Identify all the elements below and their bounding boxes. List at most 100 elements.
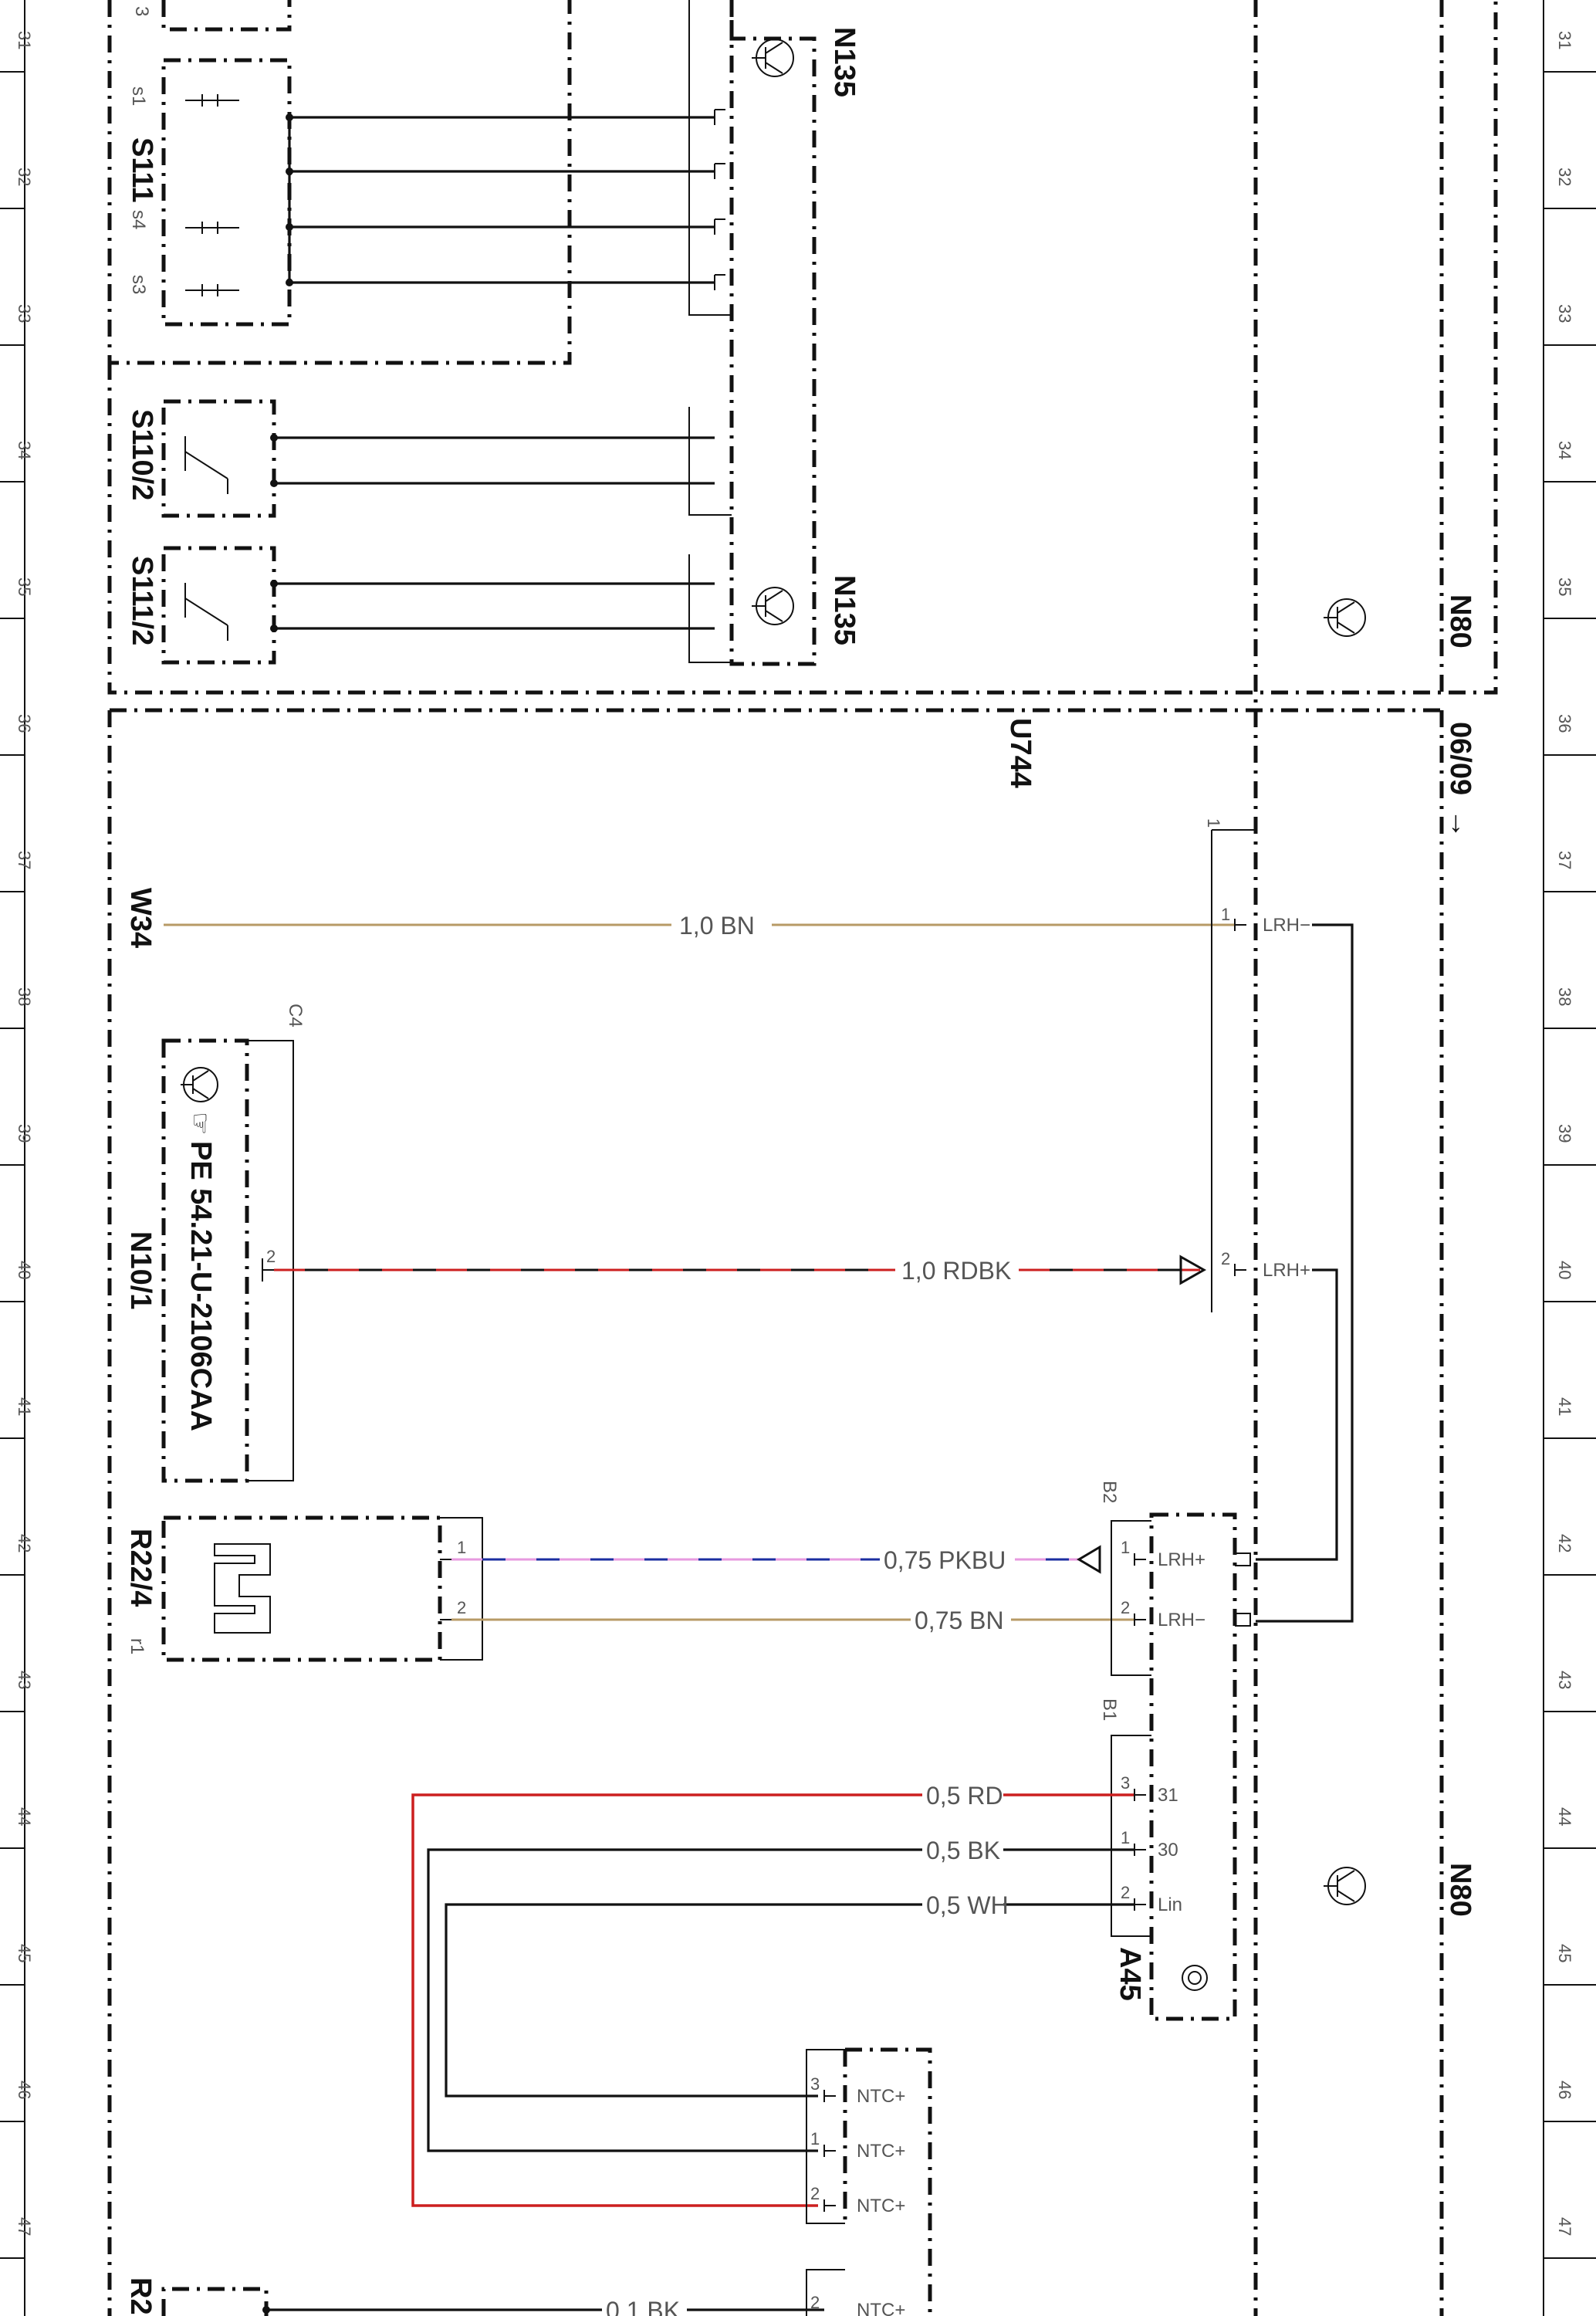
ruler-top-34: 34	[15, 441, 34, 459]
transistor-icon-n135-top	[752, 39, 794, 77]
wire-label-0-5-bk: 0,5 BK	[926, 1837, 1000, 1864]
ruler-top-44: 44	[15, 1807, 34, 1826]
ruler-top-36: 36	[15, 714, 34, 733]
ruler-bottom-32: 32	[1555, 168, 1574, 186]
transistor-icon-n10-1	[181, 1067, 218, 1102]
ruler-bottom-47: 47	[1555, 2217, 1574, 2236]
pin-lrh-minus-1: LRH−	[1263, 915, 1310, 936]
n80-label-bottom: N80	[1444, 1863, 1476, 1917]
pin-ntc-1: NTC+	[857, 2086, 905, 2107]
pin-1-b1: 1	[1121, 1828, 1130, 1847]
a45-label: A45	[1114, 1947, 1146, 2001]
ruler-bottom-43: 43	[1555, 1671, 1574, 1689]
ruler-bottom-42: 42	[1555, 1534, 1574, 1552]
pin-lin: Lin	[1158, 1894, 1182, 1915]
wire-label-0-1-bk: 0,1 BK	[606, 2297, 680, 2316]
pointing-hand-icon: ☞	[185, 1112, 215, 1135]
module-a45: B2 B1 A45	[1099, 1481, 1251, 2021]
ruler-bottom-41: 41	[1555, 1397, 1574, 1416]
wire-label-0-5-wh: 0,5 WH	[926, 1891, 1009, 1919]
ruler-bottom-33: 33	[1555, 304, 1574, 323]
pin-1-top: 1	[1204, 818, 1223, 828]
pin-2-b1: 2	[1121, 1883, 1130, 1902]
s111-contact-s3: s3	[128, 275, 149, 294]
s111-contact-s1: s1	[128, 86, 149, 106]
arrow-icon-rdbk	[1179, 1254, 1207, 1285]
pe-ref-label: PE 54.21-U-2106CAA	[184, 1141, 217, 1431]
ruler-top-38: 38	[15, 987, 34, 1006]
switch-s111-2: S111/2	[126, 546, 732, 665]
s111-2-label: S111/2	[126, 556, 158, 645]
pin-lrh-plus-2: LRH+	[1158, 1549, 1205, 1570]
r2-partial-label: R2	[124, 2277, 157, 2315]
pin-ntc-3: NTC+	[857, 2196, 905, 2216]
pin-1-ntc: 1	[810, 2129, 820, 2148]
ruler-top-45: 45	[15, 1944, 34, 1962]
ruler-bottom-37: 37	[1555, 851, 1574, 869]
ruler-top-32: 32	[15, 168, 34, 186]
ruler-top-40: 40	[15, 1261, 34, 1279]
ruler-top-41: 41	[15, 1397, 34, 1416]
n80-label-top: N80	[1444, 594, 1476, 648]
transistor-icon-n80-top	[1324, 598, 1366, 637]
arrow-icon-pkbu	[1077, 1545, 1101, 1574]
ruler-bottom-46: 46	[1555, 2081, 1574, 2099]
s111-label: S111	[126, 137, 158, 203]
ruler-bottom-34: 34	[1555, 441, 1574, 459]
switch-s110-2: S110/2	[126, 399, 732, 518]
pin-lrh-minus-2: LRH−	[1158, 1610, 1205, 1630]
switch-s111: 3 s1 S111 s4 s3	[126, 0, 715, 327]
wire-0-5-wh	[445, 1903, 1134, 2098]
page-ref-arrow: →	[1444, 809, 1476, 838]
pin-ntc-4: NTC+	[857, 2300, 905, 2316]
wire-label-0-5-rd: 0,5 RD	[926, 1782, 1003, 1810]
ruler-top-37: 37	[15, 851, 34, 869]
ruler-bottom: 31 32 33 34 35 36 37 38 39 40 41 42 43 4…	[1543, 0, 1596, 2316]
r22-4-label: R22/4	[124, 1529, 157, 1607]
ruler-top-35: 35	[15, 577, 34, 596]
ruler-bottom-31: 31	[1555, 31, 1574, 49]
frames	[107, 0, 1498, 2316]
s111-contact-s4: s4	[128, 210, 149, 229]
ruler-bottom-44: 44	[1555, 1807, 1574, 1826]
ruler-bottom-45: 45	[1555, 1944, 1574, 1962]
ruler-top: 31 32 33 34 35 36 37 38 39 40 41 42 43 4…	[0, 0, 34, 2316]
ruler-top-46: 46	[15, 2081, 34, 2099]
pin-1-b2: 1	[1121, 1538, 1130, 1557]
n135-label-top: N135	[828, 27, 861, 97]
wire-label-0-75-pkbu: 0,75 PKBU	[884, 1546, 1006, 1574]
n10-1-label: N10/1	[124, 1231, 157, 1309]
ruler-bottom-39: 39	[1555, 1124, 1574, 1143]
pin-2-r22: 2	[457, 1598, 466, 1617]
ruler-top-33: 33	[15, 304, 34, 323]
pin-lrh-plus-1: LRH+	[1263, 1260, 1310, 1281]
ruler-top-42: 42	[15, 1534, 34, 1552]
pin-2-ntc: 2	[810, 2184, 820, 2203]
ruler-bottom-35: 35	[1555, 577, 1574, 596]
ntc-connector: 3 NTC+ 1 NTC+ 2 NTC+ 2 NTC+	[806, 2047, 932, 2316]
pin-30: 30	[1158, 1840, 1178, 1861]
n135-label-bottom: N135	[828, 575, 861, 645]
pin-3-ntc: 3	[810, 2074, 820, 2094]
pin-2-n10: 2	[266, 1247, 276, 1266]
pin-1-r22: 1	[457, 1538, 466, 1557]
b2-label: B2	[1099, 1481, 1120, 1503]
transistor-icon-n135-bottom	[752, 587, 794, 625]
pin-ntc-2: NTC+	[857, 2141, 905, 2162]
spiral-icon-a45	[1182, 1965, 1208, 1991]
pin-3-b1: 3	[1121, 1773, 1130, 1793]
transistor-icon-n80-bottom	[1324, 1867, 1366, 1905]
ruler-top-31: 31	[15, 31, 34, 49]
ruler-top-43: 43	[15, 1671, 34, 1689]
b1-label: B1	[1099, 1698, 1120, 1721]
pin-2-b2: 2	[1121, 1598, 1130, 1617]
wire-label-1-0-rdbk: 1,0 RDBK	[901, 1257, 1011, 1285]
s110-2-label: S110/2	[126, 409, 158, 500]
w34-label: W34	[124, 888, 157, 948]
u744-label: U744	[1004, 718, 1036, 788]
module-n10-1: C4 ☞ PE 54.21-U-2106CAA N10/1 2	[124, 1004, 306, 1483]
pin-2-lrh-plus: 2	[1221, 1249, 1230, 1268]
wire-0-5-bk	[427, 1848, 1134, 2152]
n135-connector-top	[688, 0, 732, 316]
